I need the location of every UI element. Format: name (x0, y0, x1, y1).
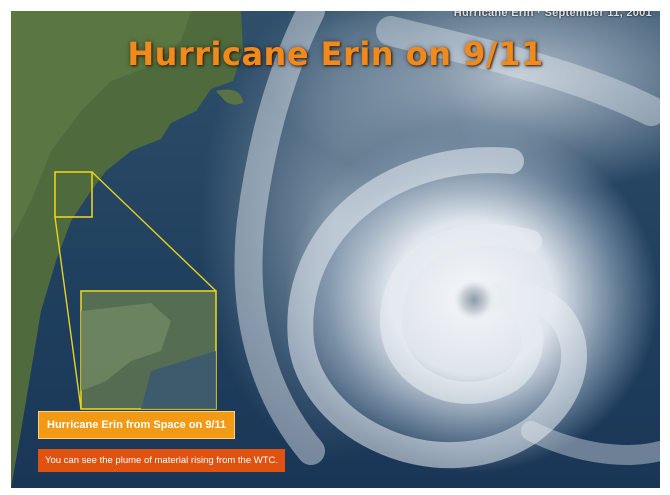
slide-title: Hurricane Erin on 9/11 (127, 35, 544, 73)
image-source-caption: Hurricane Erin · September 11, 2001 (453, 11, 652, 19)
caption-subtext: You can see the plume of material rising… (38, 449, 286, 472)
zoom-line-right (91, 171, 217, 292)
cape-cod (216, 89, 243, 105)
hurricane-eye (452, 278, 496, 322)
zoom-source-box (54, 171, 93, 218)
satellite-scene (11, 11, 660, 488)
inset-water-detail (141, 351, 216, 409)
cloud-bands (234, 11, 660, 469)
zoom-line-left (54, 216, 82, 410)
caption-label: Hurricane Erin from Space on 9/11 (38, 411, 236, 439)
hurricane-satellite-image: Hurricane Erin · September 11, 2001 Hurr… (11, 11, 660, 488)
inset-land-detail (81, 303, 171, 391)
land-highlands (11, 11, 191, 241)
land-coastline (11, 11, 243, 488)
